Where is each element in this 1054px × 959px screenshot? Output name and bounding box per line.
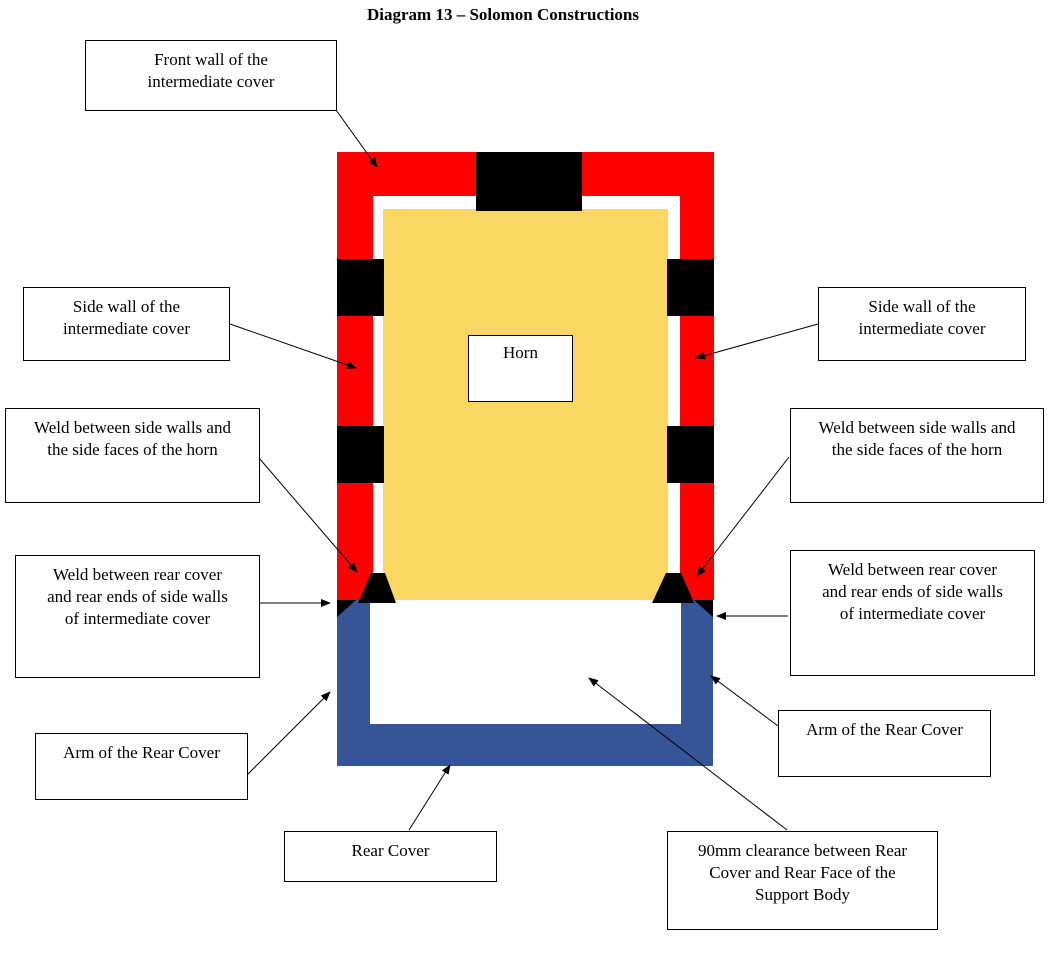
label-weld-rear-left: Weld between rear cover and rear ends of… xyxy=(15,555,260,678)
front-wall-block xyxy=(476,152,582,211)
label-horn: Horn xyxy=(468,335,573,402)
weld-block-right-upper xyxy=(667,259,714,316)
weld-rear-end-right xyxy=(694,600,713,617)
weld-block-left-upper xyxy=(337,259,384,316)
diagram-title: Diagram 13 – Solomon Constructions xyxy=(366,5,639,24)
weld-rear-end-left xyxy=(337,600,356,617)
leader-arm-left xyxy=(246,691,331,776)
label-arm-left: Arm of the Rear Cover xyxy=(35,733,248,800)
weld-corner-left xyxy=(358,573,396,603)
label-side-wall-right: Side wall of the intermediate cover xyxy=(818,287,1026,361)
weld-block-right-lower xyxy=(667,426,714,483)
weld-block-left-lower xyxy=(337,426,384,483)
label-rear-cover: Rear Cover xyxy=(284,831,497,882)
leader-arm-right xyxy=(710,675,779,727)
label-arm-right: Arm of the Rear Cover xyxy=(778,710,991,777)
label-weld-side-right: Weld between side walls and the side fac… xyxy=(790,408,1044,503)
leader-weld-side-right xyxy=(696,456,790,577)
leader-clearance xyxy=(588,677,788,831)
horn-body xyxy=(383,209,668,603)
leader-side-wall-right xyxy=(695,323,819,360)
leader-side-wall-left xyxy=(229,323,357,369)
label-side-wall-left: Side wall of the intermediate cover xyxy=(23,287,230,361)
leader-weld-side-left xyxy=(258,457,358,573)
leader-rear-cover xyxy=(408,764,451,831)
rear-cover-clearance-area xyxy=(370,600,681,724)
weld-corner-right xyxy=(652,573,694,603)
label-weld-side-left: Weld between side walls and the side fac… xyxy=(5,408,260,503)
label-front-wall: Front wall of the intermediate cover xyxy=(85,40,337,111)
leader-front-wall xyxy=(335,109,378,168)
label-weld-rear-right: Weld between rear cover and rear ends of… xyxy=(790,550,1035,676)
label-clearance: 90mm clearance between Rear Cover and Re… xyxy=(667,831,938,930)
